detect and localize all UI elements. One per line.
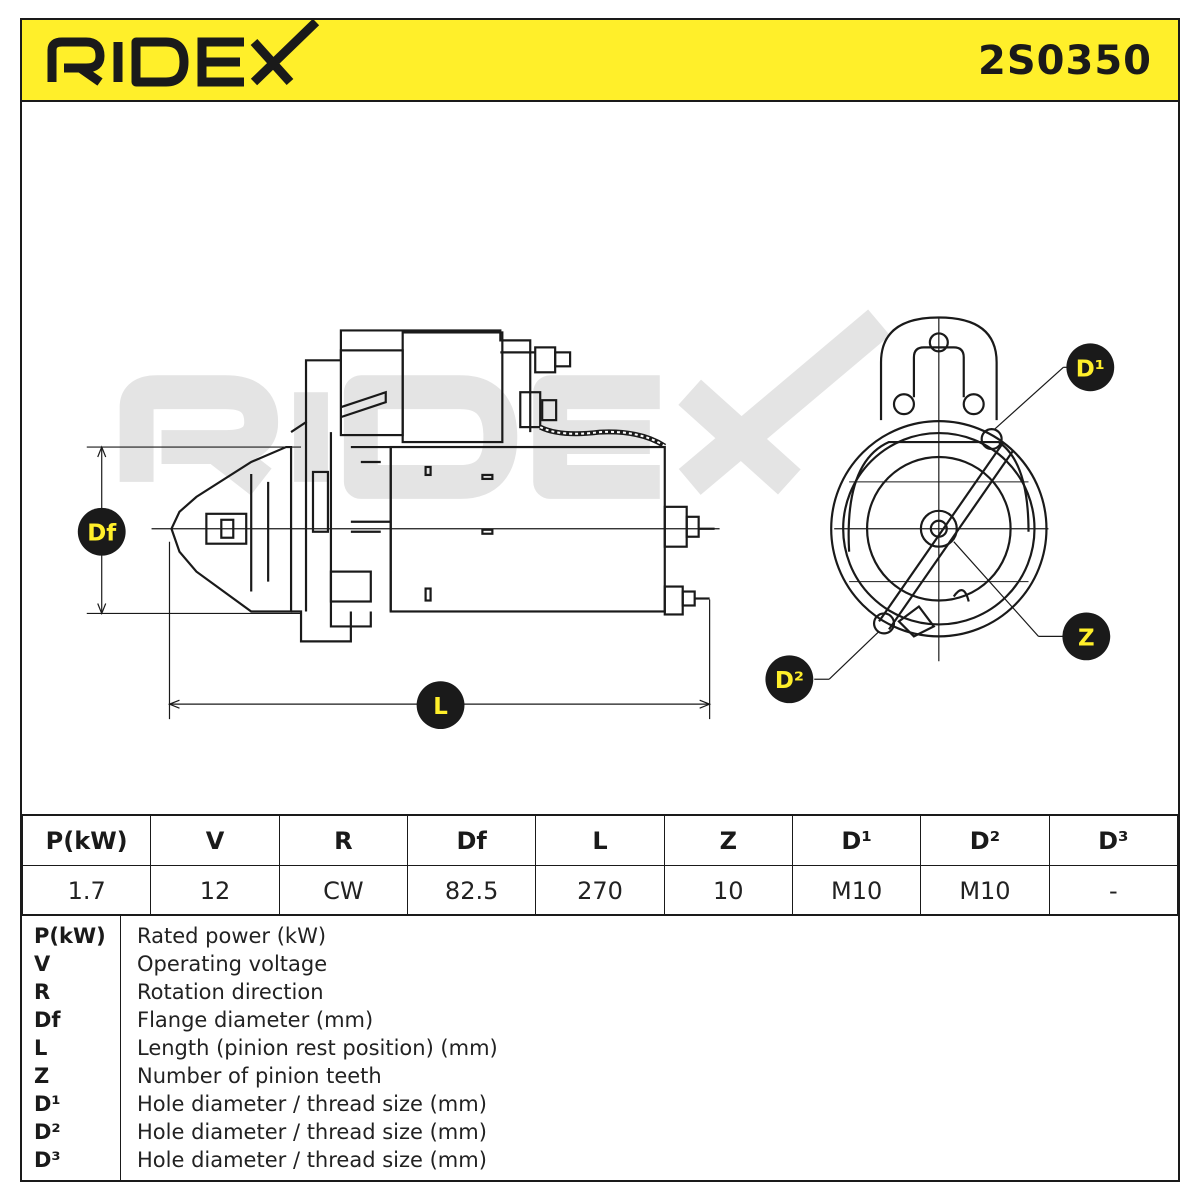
header-cell: Z bbox=[663, 814, 793, 866]
starter-side-view bbox=[151, 329, 720, 643]
watermark-logo bbox=[119, 309, 890, 499]
legend-divider bbox=[120, 916, 121, 1182]
starter-front-view bbox=[830, 316, 1049, 662]
legend-abbr: Df bbox=[34, 1008, 61, 1032]
legend-abbr: Z bbox=[34, 1064, 50, 1088]
legend-desc: Length (pinion rest position) (mm) bbox=[137, 1036, 498, 1060]
value-cell: 1.7 bbox=[21, 865, 152, 916]
legend-desc: Flange diameter (mm) bbox=[137, 1008, 374, 1032]
legend-abbr: L bbox=[34, 1036, 48, 1060]
header-cell: D¹ bbox=[791, 814, 922, 866]
header-bar: 2S0350 bbox=[22, 20, 1178, 102]
legend-row: L Length (pinion rest position) (mm) bbox=[22, 1036, 1178, 1064]
z-badge bbox=[1062, 612, 1111, 661]
d1-badge bbox=[1066, 343, 1115, 392]
z-leader bbox=[953, 541, 1064, 637]
legend: P(kW) Rated power (kW) V Operating voltage… bbox=[22, 914, 1178, 1182]
value-cell: 12 bbox=[150, 865, 280, 916]
ridex-logo bbox=[47, 20, 320, 87]
value-cell: 270 bbox=[535, 865, 665, 916]
legend-abbr: R bbox=[34, 980, 51, 1004]
legend-row: D² Hole diameter / thread size (mm) bbox=[22, 1120, 1178, 1148]
legend-desc: Rotation direction bbox=[137, 980, 324, 1004]
d2-badge bbox=[765, 655, 814, 704]
datasheet-frame: 2S0350 bbox=[20, 18, 1180, 1182]
legend-desc: Rated power (kW) bbox=[137, 924, 327, 948]
d2-leader bbox=[814, 630, 880, 680]
specs-table: P(kW) V R Df L Z D¹ D² D³ 1.7 12 CW 82.5… bbox=[21, 814, 1179, 916]
value-cell: - bbox=[1048, 865, 1179, 916]
legend-desc: Hole diameter / thread size (mm) bbox=[137, 1120, 487, 1144]
legend-row: Z Number of pinion teeth bbox=[22, 1064, 1178, 1092]
legend-desc: Operating voltage bbox=[137, 952, 328, 976]
legend-desc: Number of pinion teeth bbox=[137, 1064, 382, 1088]
legend-abbr: V bbox=[34, 952, 51, 976]
legend-desc: Hole diameter / thread size (mm) bbox=[137, 1092, 487, 1116]
specs-header-row: P(kW) V R Df L Z D¹ D² D³ bbox=[21, 814, 1179, 866]
header-cell: P(kW) bbox=[21, 814, 152, 866]
legend-row: P(kW) Rated power (kW) bbox=[22, 924, 1178, 952]
legend-desc: Hole diameter / thread size (mm) bbox=[137, 1148, 487, 1172]
value-cell: M10 bbox=[791, 865, 922, 916]
legend-row: V Operating voltage bbox=[22, 952, 1178, 980]
legend-abbr: D¹ bbox=[34, 1092, 61, 1116]
header-cell: D² bbox=[920, 814, 1050, 866]
value-cell: CW bbox=[278, 865, 408, 916]
d2-label: D² bbox=[775, 668, 804, 694]
l-badge bbox=[416, 681, 465, 730]
specs-value-row: 1.7 12 CW 82.5 270 10 M10 M10 - bbox=[21, 865, 1179, 916]
technical-drawing: Df L bbox=[77, 309, 1115, 730]
legend-abbr: D² bbox=[34, 1120, 61, 1144]
header-cell: Df bbox=[406, 814, 537, 866]
df-label: Df bbox=[87, 521, 117, 547]
l-label: L bbox=[433, 694, 448, 720]
part-number: 2S0350 bbox=[978, 38, 1152, 84]
legend-row: D¹ Hole diameter / thread size (mm) bbox=[22, 1092, 1178, 1120]
header-cell: D³ bbox=[1048, 814, 1179, 866]
value-cell: 10 bbox=[663, 865, 793, 916]
legend-row: Df Flange diameter (mm) bbox=[22, 1008, 1178, 1036]
value-cell: 82.5 bbox=[406, 865, 537, 916]
legend-row: D³ Hole diameter / thread size (mm) bbox=[22, 1148, 1178, 1176]
value-cell: M10 bbox=[920, 865, 1050, 916]
legend-abbr: P(kW) bbox=[34, 924, 106, 948]
d1-leader bbox=[993, 366, 1074, 431]
legend-abbr: D³ bbox=[34, 1148, 61, 1172]
z-label: Z bbox=[1078, 625, 1095, 651]
header-cell: L bbox=[535, 814, 665, 866]
df-badge bbox=[77, 507, 126, 556]
legend-row: R Rotation direction bbox=[22, 980, 1178, 1008]
header-cell: R bbox=[278, 814, 408, 866]
d1-label: D¹ bbox=[1076, 356, 1105, 382]
header-cell: V bbox=[150, 814, 280, 866]
